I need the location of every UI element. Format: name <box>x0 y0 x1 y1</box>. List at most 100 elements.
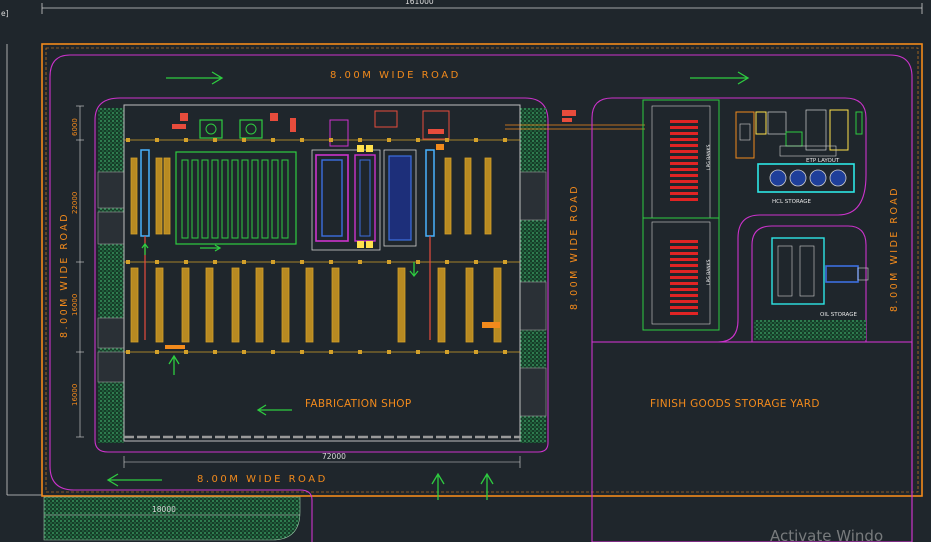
hcl-storage: HCL STORAGE <box>757 163 855 205</box>
jig-bar-upper <box>155 157 163 235</box>
column-marker <box>213 138 217 142</box>
column-marker <box>213 350 217 354</box>
column-rows <box>126 138 507 354</box>
lpg-cylinder-row <box>670 246 698 249</box>
column-marker <box>474 260 478 264</box>
tank-segment <box>241 159 249 239</box>
jig-bar-lower <box>205 267 214 343</box>
column-marker <box>416 350 420 354</box>
road-boundary-outer <box>70 54 913 542</box>
column-marker <box>474 350 478 354</box>
oil-storage: OIL STORAGE <box>754 237 869 340</box>
column-marker <box>387 138 391 142</box>
arrow-right-top-left <box>166 71 224 85</box>
column-marker <box>358 350 362 354</box>
overall-dim-text: 161000 <box>405 0 434 6</box>
road-middle-label: 8.00M WIDE ROAD <box>569 184 580 310</box>
column-marker <box>155 350 159 354</box>
dim-left-a: 6000 <box>71 118 79 136</box>
column-marker <box>184 350 188 354</box>
column-marker <box>300 138 304 142</box>
column-marker <box>126 138 130 142</box>
arrow-up-fab <box>168 354 180 375</box>
column-marker <box>126 350 130 354</box>
lpg-cylinder-row <box>670 138 698 141</box>
jig-bar-lower <box>331 267 340 343</box>
fab-width-dimension: 72000 <box>123 452 521 468</box>
jig-bar-upper <box>163 157 171 235</box>
dim-bottom-small: 18000 <box>152 505 176 514</box>
lpg-cylinder-row <box>670 150 698 153</box>
arrow-up-2 <box>480 472 494 500</box>
road-left-label: 8.00M WIDE ROAD <box>59 212 70 338</box>
column-marker <box>242 260 246 264</box>
column-marker <box>300 350 304 354</box>
lpg-cylinder-row <box>670 186 698 189</box>
jig-bar-lower <box>437 267 446 343</box>
blue-rack-right <box>425 149 435 237</box>
column-marker <box>242 350 246 354</box>
column-marker <box>300 260 304 264</box>
dim-left-c: 16000 <box>71 294 79 316</box>
jig-bar-lower <box>465 267 474 343</box>
finish-goods-yard <box>591 97 913 542</box>
column-marker <box>387 260 391 264</box>
column-marker <box>416 138 420 142</box>
pretreatment-tanks <box>172 113 297 245</box>
tank-segment <box>261 159 269 239</box>
jig-bar-lower <box>130 267 139 343</box>
column-marker <box>503 138 507 142</box>
lpg-cylinder-row <box>670 312 698 315</box>
jig-bar-upper <box>484 157 492 235</box>
arrow-up-1 <box>431 472 445 500</box>
column-marker <box>503 260 507 264</box>
fabrication-shop-label: FABRICATION SHOP <box>305 398 411 410</box>
right-annex-blocks <box>519 171 547 417</box>
column-marker <box>155 260 159 264</box>
overall-dimension: 161000 <box>41 0 923 14</box>
jig-bar-upper <box>464 157 472 235</box>
tank-segment <box>271 159 279 239</box>
lpg-cylinder-row <box>670 126 698 129</box>
dim-left-d: 16000 <box>71 384 79 406</box>
column-marker <box>184 260 188 264</box>
lpg-cylinder-row <box>670 264 698 267</box>
lpg-bank-2-label: LPG BANKS <box>706 259 712 285</box>
lpg-cylinder-row <box>670 192 698 195</box>
lpg-cylinder-row <box>670 300 698 303</box>
lpg-cylinder-row <box>670 306 698 309</box>
lpg-bank-1-label: LPG BANKS <box>706 144 712 170</box>
jig-bar-lower <box>305 267 314 343</box>
lpg-cylinder-row <box>670 294 698 297</box>
tank-segment <box>191 159 199 239</box>
lpg-cylinder-row <box>670 258 698 261</box>
fabrication-building <box>123 104 521 442</box>
tank-segment <box>201 159 209 239</box>
lpg-cylinder-row <box>670 144 698 147</box>
column-marker <box>416 260 420 264</box>
lpg-cylinder-row <box>670 162 698 165</box>
lpg-cylinder-row <box>670 132 698 135</box>
jig-bar-lower <box>493 267 502 343</box>
lpg-cylinder-row <box>670 180 698 183</box>
finish-goods-label: FINISH GOODS STORAGE YARD <box>650 398 820 410</box>
column-marker <box>271 138 275 142</box>
jig-bar-lower <box>155 267 164 343</box>
column-marker <box>213 260 217 264</box>
activation-watermark: Activate Windo <box>770 527 883 542</box>
lpg-cylinder-row <box>670 198 698 201</box>
column-marker <box>271 260 275 264</box>
fab-width-text: 72000 <box>322 452 346 461</box>
lpg-cylinder-row <box>670 252 698 255</box>
left-green-strip <box>98 108 124 443</box>
plot-boundary <box>41 43 923 497</box>
lpg-cylinder-row <box>670 282 698 285</box>
lpg-cylinder-row <box>670 240 698 243</box>
column-marker <box>445 260 449 264</box>
tank-segment <box>251 159 259 239</box>
column-marker <box>271 350 275 354</box>
lpg-cylinder-row <box>670 270 698 273</box>
column-marker <box>242 138 246 142</box>
tank-segment <box>231 159 239 239</box>
